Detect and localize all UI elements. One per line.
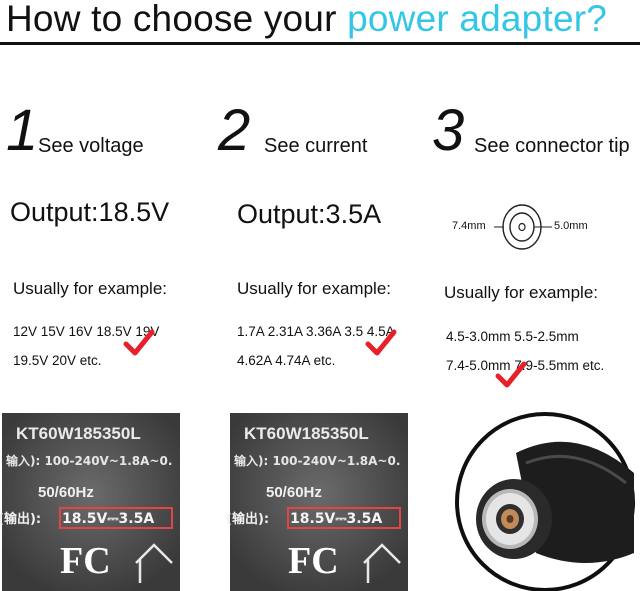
example-heading: Usually for example:	[237, 279, 392, 298]
output-prefix-text: (输出):	[0, 511, 41, 527]
red-checkmark-icon	[365, 329, 397, 356]
step-voltage: 1 See voltage Output:18.5V Usually for e…	[0, 0, 215, 591]
output-prefix-text: (输出):	[226, 511, 269, 527]
example-line-1: 1.7A 2.31A 3.36A 3.5 4.5A	[237, 324, 395, 339]
example-line-1: 4.5-3.0mm 5.5-2.5mm	[446, 329, 579, 344]
red-checkmark-icon	[495, 361, 527, 388]
example-line-2: 4.62A 4.74A etc.	[237, 353, 336, 368]
example-line-2: 19.5V 20V etc.	[13, 353, 102, 368]
input-text: 输入): 100-240V~1.8A~0.	[6, 453, 172, 468]
title-underline	[0, 42, 640, 45]
title-accent: power adapter?	[347, 0, 608, 39]
title-prefix: How to choose your	[6, 0, 348, 39]
step-number: 1	[6, 98, 39, 163]
step-number: 2	[218, 98, 251, 163]
inner-diameter-label: 5.0mm	[554, 220, 588, 232]
output-highlight-box	[287, 507, 401, 529]
page-title: How to choose your power adapter?	[6, 0, 607, 40]
step-label: See current	[264, 135, 368, 157]
outer-diameter-label: 7.4mm	[452, 220, 486, 232]
red-checkmark-icon	[123, 329, 155, 356]
house-icon	[363, 543, 401, 583]
model-text: KT60W185350L	[16, 424, 141, 443]
connector-tip-diagram-icon	[494, 204, 552, 250]
fcc-logo: FC	[288, 540, 339, 582]
input-text: 输入): 100-240V~1.8A~0.	[234, 453, 400, 468]
step-number: 3	[432, 98, 465, 163]
adapter-label-photo-icon: KT60W185350L 输入): 100-240V~1.8A~0. 50/60…	[0, 413, 180, 591]
house-icon	[135, 543, 173, 583]
example-heading: Usually for example:	[13, 279, 168, 298]
example-heading: Usually for example:	[444, 283, 599, 302]
freq-text: 50/60Hz	[266, 484, 322, 501]
step-label: See voltage	[38, 135, 144, 157]
adapter-label-photo-icon: KT60W185350L 输入): 100-240V~1.8A~0. 50/60…	[226, 413, 408, 591]
voltage-headline: Output:18.5V	[10, 197, 170, 227]
current-headline: Output:3.5A	[237, 199, 382, 229]
example-line-1: 12V 15V 16V 18.5V 19V	[13, 324, 160, 339]
output-value-text: 18.5V⎓3.5A	[62, 511, 154, 527]
model-text: KT60W185350L	[244, 424, 369, 443]
step-current: 2 See current Output:3.5A Usually for ex…	[218, 0, 437, 591]
step-connector-tip: 3 See connector tip 7.4mm 5.0mm Usually …	[428, 0, 640, 591]
fcc-logo: FC	[60, 540, 111, 582]
output-value-text: 18.5V⎓3.5A	[290, 511, 382, 527]
freq-text: 50/60Hz	[38, 484, 94, 501]
barrel-connector-photo-icon	[455, 412, 635, 591]
output-highlight-box	[59, 507, 173, 529]
step-label: See connector tip	[474, 135, 630, 157]
